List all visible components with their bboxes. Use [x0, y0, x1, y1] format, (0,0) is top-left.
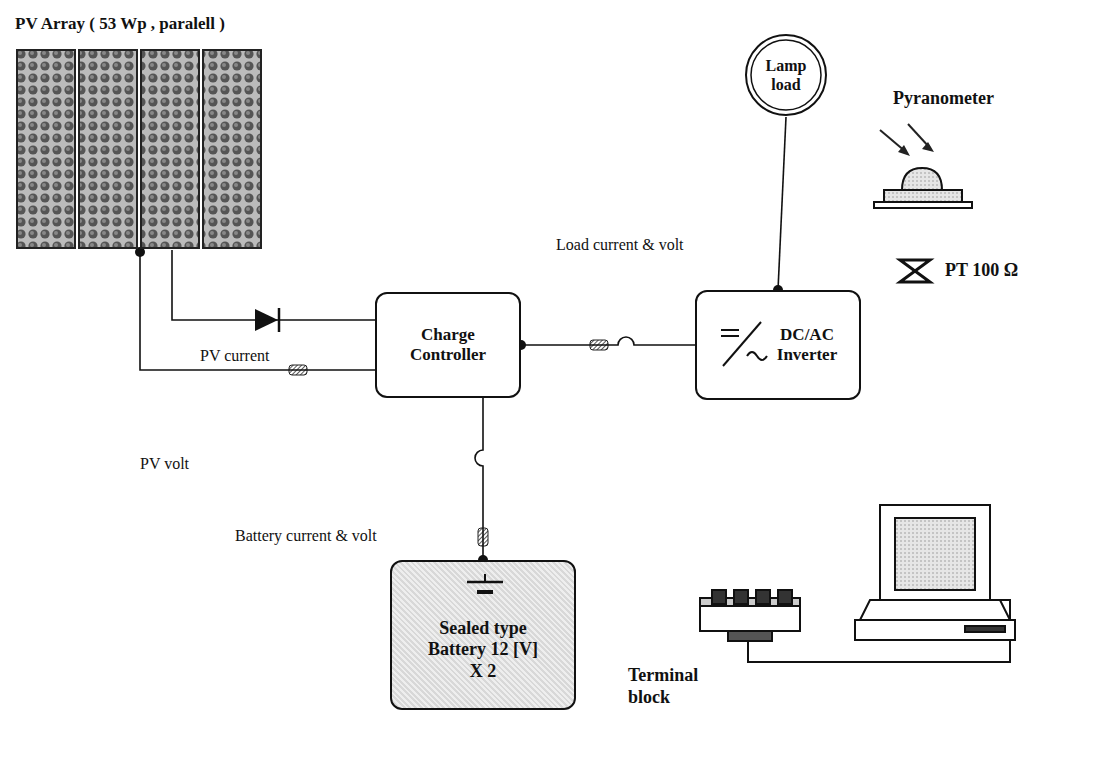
annotation-label: PV volt	[140, 455, 189, 473]
pyranometer-symbol	[874, 124, 972, 208]
pv-array: PV Array ( 53 Wp , paralell )	[15, 48, 265, 250]
node-label: Lamp load	[758, 56, 814, 94]
controller-box: Charge Controller	[375, 292, 521, 398]
annotation-label: PV current	[200, 347, 269, 365]
annotation-label: PT 100 Ω	[945, 260, 1018, 281]
wire	[521, 337, 695, 345]
pt100-symbol	[900, 260, 930, 282]
wire	[172, 250, 375, 320]
annotation-label: Pyranometer	[893, 88, 994, 109]
inverter-box: DC/AC Inverter	[695, 290, 861, 400]
node-label: Charge Controller	[393, 325, 503, 366]
inverter-symbol	[715, 314, 775, 374]
array-title: PV Array ( 53 Wp , paralell )	[15, 14, 225, 34]
node-label: Sealed type Battery 12 [V] X 2	[428, 618, 538, 683]
annotation-label: Battery current & volt	[235, 527, 377, 545]
wire	[778, 117, 786, 290]
annotation-label: Load current & volt	[556, 236, 684, 254]
annotation-label: Terminal block	[628, 665, 728, 708]
battery-box: Sealed type Battery 12 [V] X 2	[390, 560, 576, 710]
wire	[475, 398, 483, 560]
node-label: DC/AC Inverter	[767, 325, 847, 366]
wire	[140, 250, 375, 370]
data-logger	[700, 505, 1015, 662]
lamp-load-circle: Lamp load	[744, 33, 828, 117]
